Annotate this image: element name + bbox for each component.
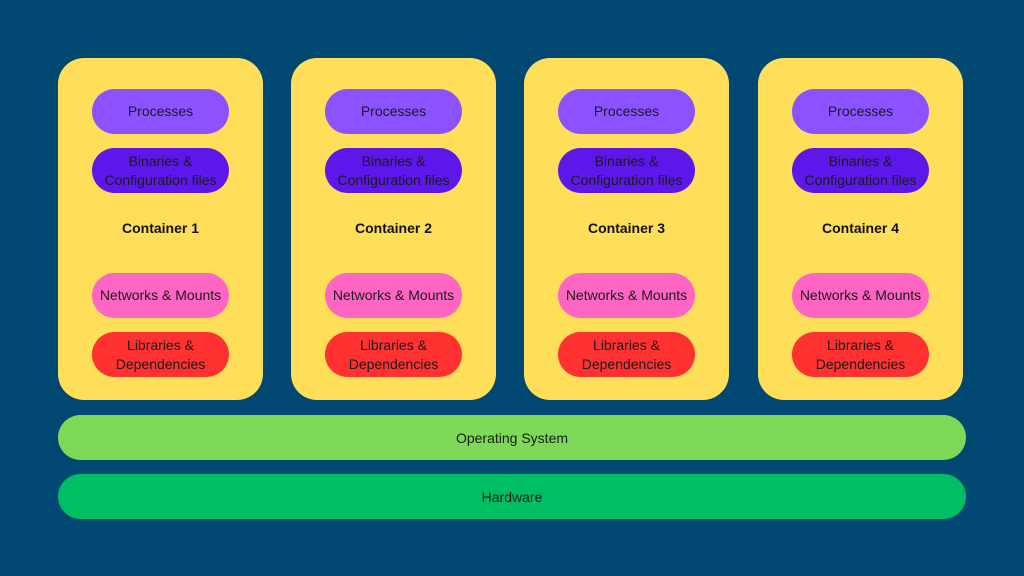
binaries-label-line2: Configuration files [570, 171, 683, 188]
libraries-label-line2: Dependencies [815, 355, 906, 372]
libraries-dependencies-pill: Libraries & Dependencies [558, 332, 695, 377]
libraries-dependencies-pill: Libraries & Dependencies [792, 332, 929, 377]
processes-label: Processes [127, 103, 194, 119]
libraries-label-line1: Libraries & [593, 336, 660, 353]
networks-label: Networks & Mounts [565, 287, 688, 303]
container-2-box: Processes Binaries & Configuration files… [291, 58, 496, 400]
processes-pill: Processes [558, 89, 695, 134]
processes-label: Processes [360, 103, 427, 119]
hardware-label: Hardware [481, 488, 543, 505]
libraries-label-line2: Dependencies [115, 355, 206, 372]
networks-mounts-pill: Networks & Mounts [92, 273, 229, 318]
binaries-label-line1: Binaries & [128, 152, 193, 169]
binaries-label-line1: Binaries & [828, 152, 893, 169]
container-title: Container 3 [587, 220, 665, 236]
container-3-box: Processes Binaries & Configuration files… [524, 58, 729, 400]
processes-label: Processes [593, 103, 660, 119]
networks-mounts-pill: Networks & Mounts [325, 273, 462, 318]
binaries-label-line1: Binaries & [361, 152, 426, 169]
binaries-config-pill: Binaries & Configuration files [325, 148, 462, 193]
binaries-label-line1: Binaries & [594, 152, 659, 169]
container-title: Container 1 [121, 220, 199, 236]
hardware-layer: Hardware [58, 474, 966, 519]
networks-label: Networks & Mounts [99, 287, 222, 303]
operating-system-label: Operating System [455, 429, 569, 446]
binaries-label-line2: Configuration files [104, 171, 217, 188]
binaries-config-pill: Binaries & Configuration files [92, 148, 229, 193]
container-title: Container 4 [821, 220, 899, 236]
libraries-label-line2: Dependencies [581, 355, 672, 372]
networks-mounts-pill: Networks & Mounts [792, 273, 929, 318]
networks-label: Networks & Mounts [799, 287, 922, 303]
operating-system-layer: Operating System [58, 415, 966, 460]
libraries-label-line1: Libraries & [827, 336, 894, 353]
processes-label: Processes [827, 103, 894, 119]
networks-label: Networks & Mounts [332, 287, 455, 303]
libraries-dependencies-pill: Libraries & Dependencies [325, 332, 462, 377]
libraries-label-line1: Libraries & [127, 336, 194, 353]
libraries-label-line2: Dependencies [348, 355, 439, 372]
networks-mounts-pill: Networks & Mounts [558, 273, 695, 318]
container-4-box: Processes Binaries & Configuration files… [758, 58, 963, 400]
processes-pill: Processes [92, 89, 229, 134]
processes-pill: Processes [792, 89, 929, 134]
processes-pill: Processes [325, 89, 462, 134]
binaries-label-line2: Configuration files [337, 171, 450, 188]
binaries-config-pill: Binaries & Configuration files [792, 148, 929, 193]
container-1-box: Processes Binaries & Configuration files… [58, 58, 263, 400]
container-title: Container 2 [354, 220, 432, 236]
libraries-dependencies-pill: Libraries & Dependencies [92, 332, 229, 377]
libraries-label-line1: Libraries & [360, 336, 427, 353]
binaries-config-pill: Binaries & Configuration files [558, 148, 695, 193]
binaries-label-line2: Configuration files [804, 171, 917, 188]
